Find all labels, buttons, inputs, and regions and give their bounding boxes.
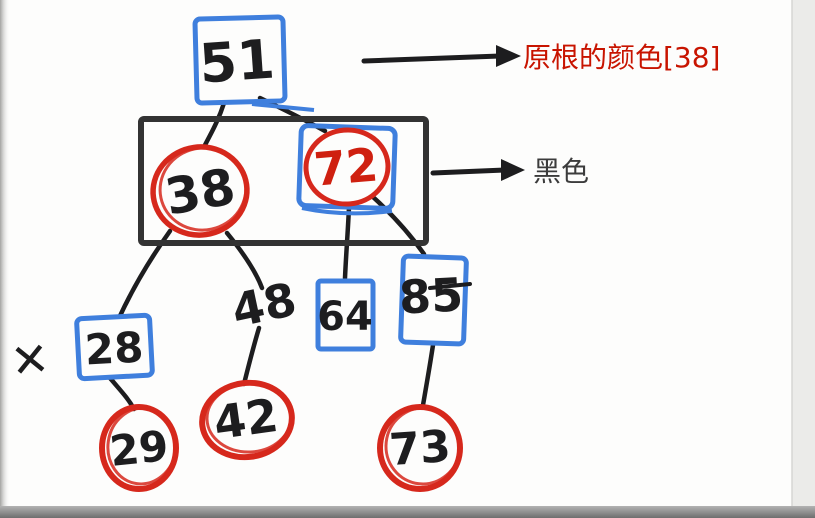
node-38-circle-overdraw [158, 146, 248, 232]
bottom-gray-bar [0, 506, 815, 518]
annotation-black: 黑色 [533, 155, 589, 188]
node-28-box [74, 312, 155, 382]
node-85-box [398, 253, 469, 347]
blue-boxes [74, 14, 469, 382]
edge-48-42 [241, 325, 262, 387]
node-38-label: 38 [161, 157, 240, 226]
stray-stroke-under-72 [301, 206, 393, 216]
node-72-circle [303, 127, 391, 207]
black-frame [138, 116, 429, 246]
annotation-root-color: 原根的颜色[38] [523, 41, 720, 74]
node-72-label: 72 [312, 137, 380, 196]
node-85-label: 85 [398, 267, 465, 324]
edge-85-73 [420, 342, 436, 408]
annotation-arrow-black [430, 159, 525, 181]
node-73-circle-overdraw [384, 406, 462, 486]
node-64-label: 64 [317, 294, 373, 340]
edge-72-85 [370, 194, 427, 257]
node-64-box [315, 278, 376, 352]
edge-51-38 [201, 100, 227, 150]
node-51-box [192, 14, 288, 106]
annotation-arrow-root [361, 45, 521, 67]
red-circles [99, 127, 463, 492]
x-mark: ✕ [8, 331, 52, 389]
node-29-label: 29 [107, 421, 170, 476]
pen-stroke-85 [428, 282, 472, 290]
right-edge-shade [792, 0, 815, 518]
node-29-circle-overdraw [106, 406, 178, 486]
arrow-2-shaft [430, 167, 508, 176]
node-labels: 51 38 72 28 48 64 85 29 42 73 [84, 27, 472, 476]
node-42-circle-overdraw [205, 382, 293, 454]
arrow-1-head [496, 45, 521, 67]
edge-38-48 [224, 230, 265, 291]
node-51-label: 51 [197, 27, 276, 95]
node-73-label: 73 [388, 421, 453, 476]
stray-stroke-under-51 [251, 102, 315, 112]
node-72-box [296, 123, 398, 211]
node-42-label: 42 [210, 388, 281, 450]
node-28-label: 28 [84, 323, 145, 375]
arrow-2-head [501, 159, 525, 181]
left-edge-shade [0, 0, 10, 518]
arrow-1-shaft [361, 53, 503, 64]
node-48-label: 48 [227, 272, 301, 338]
